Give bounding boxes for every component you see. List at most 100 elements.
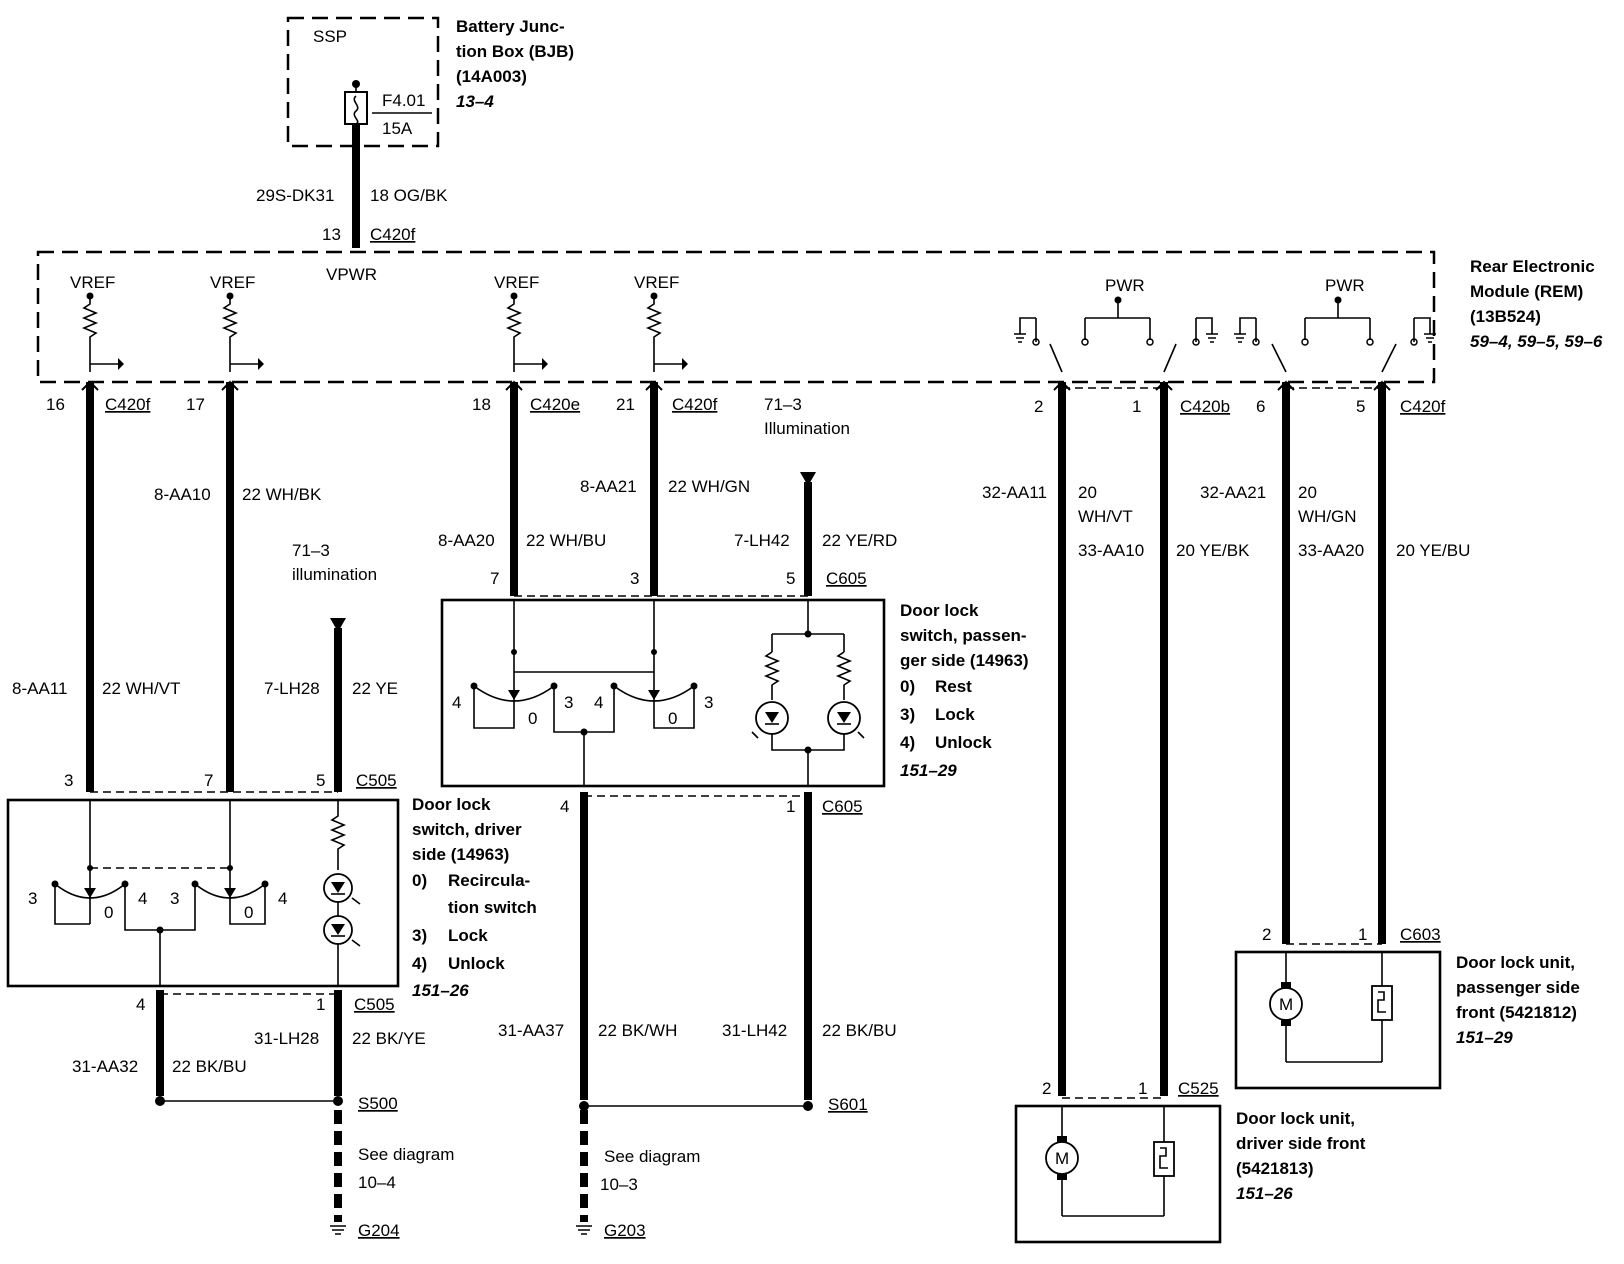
rem-pin-21: 21	[616, 395, 635, 414]
ds-pin-7: 7	[204, 771, 213, 790]
ds-opt4-num: 4)	[412, 954, 427, 973]
ld-title-3: (5421813)	[1236, 1159, 1314, 1178]
ld-title-1: Door lock unit,	[1236, 1109, 1355, 1128]
ds-title-1: Door lock	[412, 795, 491, 814]
ps-opt4-num: 4)	[900, 733, 915, 752]
ground-icon	[330, 1225, 346, 1235]
ds-title-3: side (14963)	[412, 845, 509, 864]
ssp-label: SSP	[313, 27, 347, 46]
vref-label: VREF	[494, 273, 539, 292]
ds-pos-3b: 3	[170, 889, 179, 908]
ps-pos-0: 0	[528, 709, 537, 728]
illum-ref-driver: 71–3	[292, 541, 330, 560]
wire-aa21b-circuit: 32-AA21	[1200, 483, 1266, 502]
rem-title-3: (13B524)	[1470, 307, 1541, 326]
rem-conn-16: C420f	[105, 395, 151, 414]
ds-connector-bottom: C505	[354, 995, 395, 1014]
wire-aa11-color: 22 WH/VT	[102, 679, 180, 698]
vref-label: VREF	[634, 273, 679, 292]
ps-pin-7: 7	[490, 569, 499, 588]
rem-pin-1: 1	[1132, 397, 1141, 416]
ps-ref: 151–29	[900, 761, 957, 780]
vref-circuit-17: VREF	[210, 273, 264, 372]
rem-pin-5: 5	[1356, 397, 1365, 416]
lp-title-2: passenger side	[1456, 978, 1580, 997]
rem-title-1: Rear Electronic	[1470, 257, 1595, 276]
wire-aa11b-color: WH/VT	[1078, 507, 1133, 526]
rem-box	[36, 250, 1436, 384]
rem-pin-6: 6	[1256, 397, 1265, 416]
feed-wire-color: 18 OG/BK	[370, 186, 448, 205]
rem-conn-18: C420e	[530, 395, 580, 414]
ld-motor-label: M	[1055, 1149, 1069, 1168]
vref-circuit-16: VREF	[70, 273, 124, 372]
ld-pin-2: 2	[1042, 1079, 1051, 1098]
ds-ref: 151–26	[412, 981, 469, 1000]
driver-door-lock-unit: M	[1014, 1104, 1222, 1244]
ps-pos-0b: 0	[668, 709, 677, 728]
splice-s500: S500	[358, 1094, 398, 1113]
ground-icon	[576, 1225, 592, 1235]
rem-conn-5: C420f	[1400, 397, 1446, 416]
ps-pos-3: 3	[564, 693, 573, 712]
rear-electronic-module: VPWR Rear Electronic Module (REM) (13B52…	[36, 250, 1603, 384]
wire-aa10b-color: 20 YE/BK	[1176, 541, 1250, 560]
wire-aa11b-gauge: 20	[1078, 483, 1097, 502]
rem-conn-1: C420b	[1180, 397, 1230, 416]
ground-g204: G204	[358, 1221, 400, 1240]
splice-s601: S601	[828, 1095, 868, 1114]
vref-label: VREF	[210, 273, 255, 292]
wire-aa32-circuit: 31-AA32	[72, 1057, 138, 1076]
wire-lh42-color: 22 YE/RD	[822, 531, 897, 550]
see-diagram-1: See diagram	[358, 1145, 454, 1164]
ld-title-2: driver side front	[1236, 1134, 1366, 1153]
ps-pin-3: 3	[630, 569, 639, 588]
wire-aa21-circuit: 8-AA21	[580, 477, 637, 496]
ps-pos-4b: 4	[594, 693, 603, 712]
ds-pos-0: 0	[104, 903, 113, 922]
ds-opt0-num: 0)	[412, 871, 427, 890]
wire-aa20b-color: 20 YE/BU	[1396, 541, 1470, 560]
bjb-title-3: (14A003)	[456, 67, 527, 86]
ds-pin-1: 1	[316, 995, 325, 1014]
driver-door-lock-switch: 3 0 4 3 0 4	[6, 798, 400, 988]
ps-connector-top: C605	[826, 569, 867, 588]
ps-pos-4: 4	[452, 693, 461, 712]
ds-opt0-2: tion switch	[448, 898, 537, 917]
wire-aa32-color: 22 BK/BU	[172, 1057, 247, 1076]
ps-opt3: Lock	[935, 705, 975, 724]
passenger-lock-box	[1234, 950, 1442, 1090]
ds-opt3-num: 3)	[412, 926, 427, 945]
ld-pin-1: 1	[1138, 1079, 1147, 1098]
ps-opt0-num: 0)	[900, 677, 915, 696]
wire-lh42g-circuit: 31-LH42	[722, 1021, 787, 1040]
bjb-title-1: Battery Junc-	[456, 17, 565, 36]
rem-conn-21: C420f	[672, 395, 718, 414]
wire-aa10-circuit: 8-AA10	[154, 485, 211, 504]
ds-opt4: Unlock	[448, 954, 505, 973]
lock-actuator-icon	[1153, 1141, 1175, 1177]
rem-pin-18: 18	[472, 395, 491, 414]
wire-aa20-color: 22 WH/BU	[526, 531, 606, 550]
illum-label-pass: Illumination	[764, 419, 850, 438]
lock-actuator-icon	[1371, 985, 1393, 1021]
ps-title-2: switch, passen-	[900, 626, 1027, 645]
battery-junction-box: SSP F4.01 15A Battery Junc- tion Box (BJ…	[286, 16, 574, 148]
illum-ref-pass: 71–3	[764, 395, 802, 414]
ground-g203: G203	[604, 1221, 646, 1240]
bjb-title-2: tion Box (BJB)	[456, 42, 574, 61]
feed-connector: C420f	[370, 225, 416, 244]
pwr-label: PWR	[1325, 276, 1365, 295]
fuse-rating: 15A	[382, 119, 413, 138]
ld-connector: C525	[1178, 1079, 1219, 1098]
wire-lh28-circuit: 7-LH28	[264, 679, 320, 698]
diagram-ref-1: 10–4	[358, 1173, 396, 1192]
ds-pos-4b: 4	[278, 889, 287, 908]
ps-title-1: Door lock	[900, 601, 979, 620]
ds-opt0-1: Recircula-	[448, 871, 530, 890]
rem-pin-16: 16	[46, 395, 65, 414]
wire-aa20b-circuit: 33-AA20	[1298, 541, 1364, 560]
ds-pin-5: 5	[316, 771, 325, 790]
bjb-ssp-box	[286, 16, 440, 148]
